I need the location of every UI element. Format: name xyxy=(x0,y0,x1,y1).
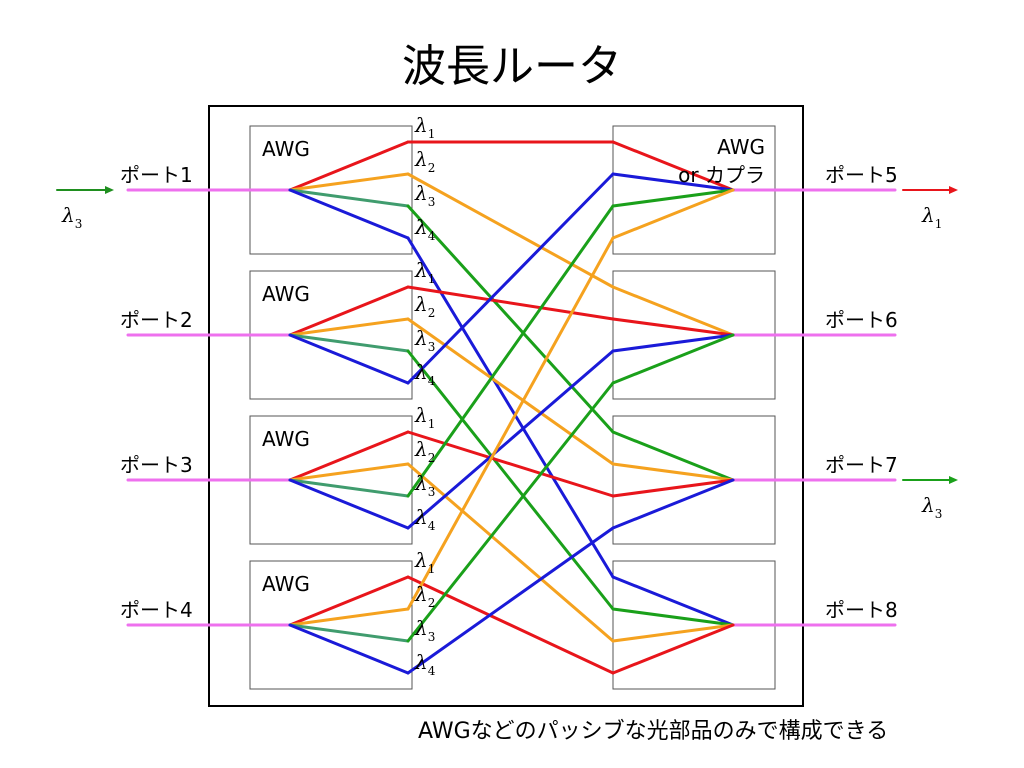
lambda-label-in3-1: λ1 xyxy=(414,403,435,431)
input-arrow-head xyxy=(105,186,114,194)
router-frame xyxy=(208,105,804,707)
awg-label-in-1: AWG xyxy=(262,137,310,161)
out-fan-6-slot3 xyxy=(611,333,735,353)
output-signal-lambda-1: λ1 xyxy=(921,203,942,231)
lambda-label-in2-2: λ2 xyxy=(414,292,435,320)
route-in2-lambda4 xyxy=(406,172,615,385)
in-fan-3-lambda2 xyxy=(288,462,410,482)
in-fan-2-lambda3 xyxy=(288,333,410,353)
lambda-label-in2-4: λ4 xyxy=(414,360,436,388)
in-fan-3-lambda3 xyxy=(288,478,410,498)
out-fan-8-slot4 xyxy=(611,623,735,675)
input-signal-lambda: λ3 xyxy=(61,203,82,231)
awg-label-out-5-line2: or カプラ xyxy=(678,163,765,187)
in-fan-1-lambda3 xyxy=(288,188,410,208)
route-in2-lambda2 xyxy=(406,317,615,466)
out-fan-5-slot3 xyxy=(611,188,735,208)
lambda-label-in4-1: λ1 xyxy=(414,548,435,576)
in-fan-4-lambda3 xyxy=(288,623,410,643)
port-label-out-6: ポート6 xyxy=(825,308,898,332)
lambda-label-in2-1: λ1 xyxy=(414,258,435,286)
page-title: 波長ルータ xyxy=(402,41,622,92)
port-label-in-2: ポート2 xyxy=(120,308,193,332)
out-fan-6-slot2 xyxy=(611,317,735,337)
in-fan-2-lambda1 xyxy=(288,285,410,337)
output-signal-lambda-3: λ3 xyxy=(921,493,942,521)
route-in3-lambda2 xyxy=(406,462,615,643)
route-in3-lambda3 xyxy=(406,204,615,498)
route-in3-lambda4 xyxy=(406,349,615,530)
out-fan-6-slot4 xyxy=(611,333,735,385)
lambda-label-in4-4: λ4 xyxy=(414,650,436,678)
route-in4-lambda4 xyxy=(406,526,615,675)
caption-text: AWGなどのパッシブな光部品のみで構成できる xyxy=(418,719,888,744)
awg-label-in-3: AWG xyxy=(262,427,310,451)
lambda-label-in2-3: λ3 xyxy=(414,326,435,354)
route-in2-lambda3 xyxy=(406,349,615,611)
lambda-label-in4-3: λ3 xyxy=(414,616,435,644)
in-fan-1-lambda1 xyxy=(288,140,410,192)
lambda-label-in1-4: λ4 xyxy=(414,215,436,243)
route-in3-lambda1 xyxy=(406,430,615,498)
in-fan-4-lambda4 xyxy=(288,623,410,675)
lambda-label-in3-2: λ2 xyxy=(414,437,435,465)
in-fan-2-lambda2 xyxy=(288,317,410,337)
out-fan-5-slot4 xyxy=(611,188,735,240)
lambda-label-in3-4: λ4 xyxy=(414,505,436,533)
port-label-out-5: ポート5 xyxy=(825,163,898,187)
out-fan-8-slot1 xyxy=(611,575,735,627)
out-fan-6-slot1 xyxy=(611,285,735,337)
out-fan-7-slot3 xyxy=(611,478,735,498)
port-label-out-7: ポート7 xyxy=(825,453,898,477)
route-in4-lambda2 xyxy=(406,236,615,611)
lambda-label-in1-2: λ2 xyxy=(414,147,435,175)
out-fan-7-slot2 xyxy=(611,462,735,482)
out-fan-7-slot1 xyxy=(611,430,735,482)
output-arrow-head-1 xyxy=(949,186,958,194)
in-fan-1-lambda2 xyxy=(288,172,410,192)
route-in4-lambda1 xyxy=(406,575,615,675)
route-in2-lambda1 xyxy=(406,285,615,321)
route-in1-lambda3 xyxy=(406,204,615,434)
in-fan-1-lambda4 xyxy=(288,188,410,240)
awg-label-out-5-line1: AWG xyxy=(717,135,765,159)
lambda-label-in3-3: λ3 xyxy=(414,471,435,499)
route-in1-lambda2 xyxy=(406,172,615,289)
route-in1-lambda4 xyxy=(406,236,615,579)
awg-label-in-4: AWG xyxy=(262,572,310,596)
in-fan-4-lambda1 xyxy=(288,575,410,627)
in-fan-2-lambda4 xyxy=(288,333,410,385)
out-fan-8-slot2 xyxy=(611,607,735,627)
lambda-label-in1-3: λ3 xyxy=(414,181,435,209)
lambda-label-in1-1: λ1 xyxy=(414,113,435,141)
out-fan-8-slot3 xyxy=(611,623,735,643)
route-in4-lambda3 xyxy=(406,381,615,643)
out-fan-7-slot4 xyxy=(611,478,735,530)
port-label-out-8: ポート8 xyxy=(825,598,898,622)
out-fan-5-slot1 xyxy=(611,140,735,192)
output-arrow-head-3 xyxy=(949,476,958,484)
port-label-in-3: ポート3 xyxy=(120,453,193,477)
in-fan-3-lambda1 xyxy=(288,430,410,482)
lambda-label-in4-2: λ2 xyxy=(414,582,435,610)
port-label-in-4: ポート4 xyxy=(120,598,193,622)
out-fan-5-slot2 xyxy=(611,172,735,192)
in-fan-4-lambda2 xyxy=(288,607,410,627)
awg-label-in-2: AWG xyxy=(262,282,310,306)
in-fan-3-lambda4 xyxy=(288,478,410,530)
port-label-in-1: ポート1 xyxy=(120,163,193,187)
